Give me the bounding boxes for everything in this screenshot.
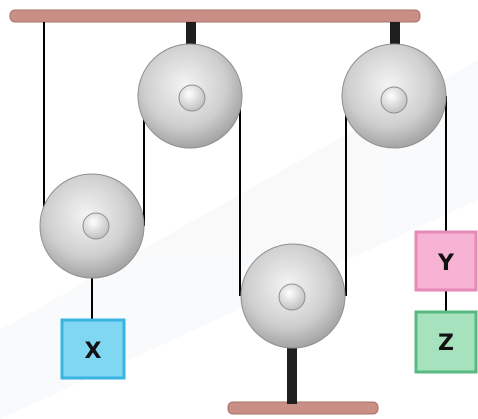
rod-bottom-pulley: [287, 296, 297, 404]
pulley-top-right-fixed: [341, 43, 447, 149]
block-z: Z: [414, 310, 478, 374]
pulley-bottom-middle: [240, 243, 346, 349]
block-y: Y: [414, 230, 478, 292]
pulley-hub: [278, 283, 306, 311]
pulley-hub: [178, 84, 206, 112]
block-z-label: Z: [438, 331, 454, 356]
pulley-top-middle-fixed: [137, 43, 243, 149]
block-y-label: Y: [437, 251, 455, 276]
bottom-support-beam: [227, 401, 379, 415]
top-support-beam: [9, 9, 421, 23]
pulley-hub: [380, 86, 408, 114]
pulley-left-movable: [39, 173, 145, 279]
block-x: X: [60, 318, 126, 380]
block-x-label: X: [85, 339, 102, 364]
pulley-hub: [82, 212, 110, 240]
